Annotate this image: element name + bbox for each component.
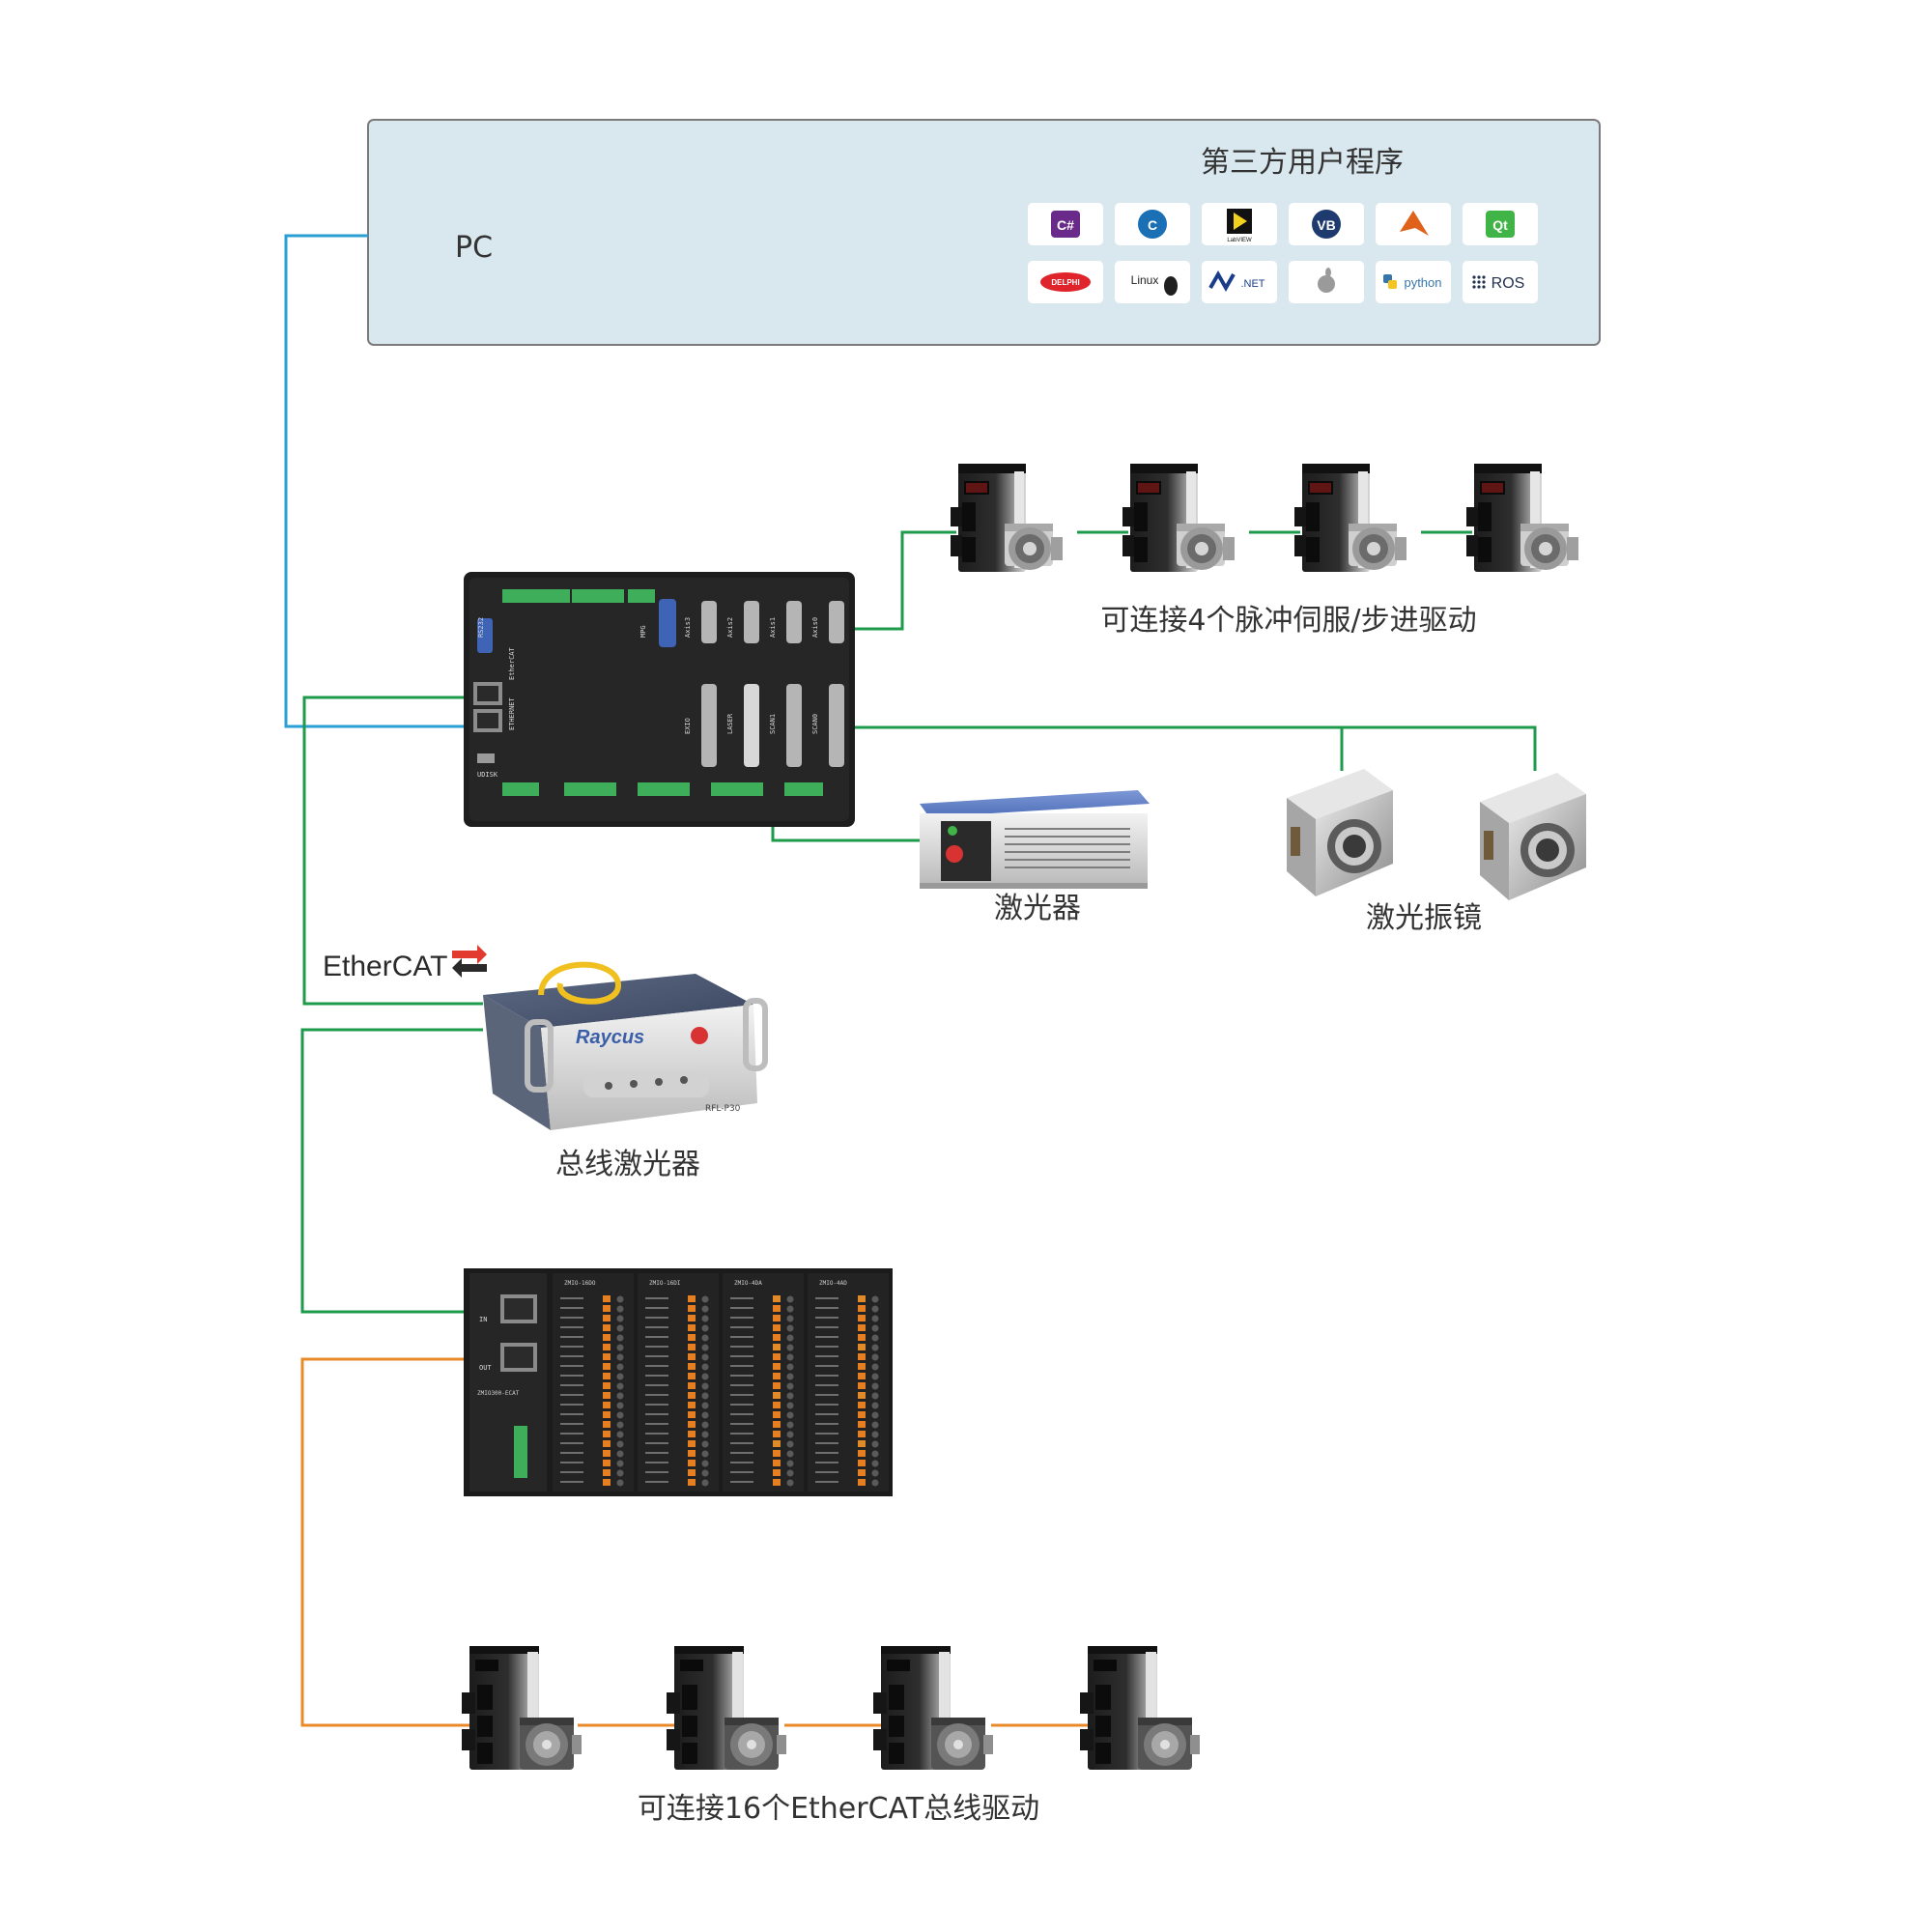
software-tile: C# — [1028, 203, 1103, 245]
port-label-axis3: Axis3 — [684, 617, 692, 638]
software-tile-text: ROS — [1492, 275, 1525, 292]
io-in-label: IN — [479, 1316, 487, 1323]
software-tile — [1289, 261, 1364, 303]
linux-icon: Linux — [1131, 273, 1178, 296]
c-plus-icon: C — [1138, 210, 1167, 239]
software-tile-text: Qt — [1492, 217, 1508, 233]
scan-cable — [837, 725, 1537, 771]
port-label-ethernet: ETHERNET — [508, 696, 516, 730]
port-label-axis1: Axis1 — [769, 617, 777, 638]
software-tile-text: C# — [1057, 217, 1074, 233]
ethercat-logo: EtherCAT — [323, 945, 487, 982]
software-tile-text: VB — [1317, 217, 1335, 233]
software-tile-text: C — [1148, 217, 1157, 233]
labview-icon: LabVIEW — [1227, 209, 1252, 243]
bus-laser-label: 总线激光器 — [555, 1148, 700, 1181]
port-label-rs232: RS232 — [477, 617, 485, 638]
arrow-left-icon — [452, 958, 487, 978]
pulse-servo-drive-4 — [1466, 464, 1578, 572]
ethercat-servo-drive-2 — [667, 1646, 786, 1770]
io-module-label: ZMIO-4DA — [734, 1280, 762, 1287]
io-terminal-rows — [560, 1295, 879, 1487]
software-tile-text: .NET — [1240, 278, 1264, 290]
laser-label: 激光器 — [994, 892, 1081, 925]
software-tile: .NET — [1202, 261, 1277, 303]
pc-label: PC — [455, 231, 493, 265]
port-label-scan1: SCAN1 — [769, 714, 777, 734]
software-tile: ROS — [1463, 261, 1538, 303]
port-label-exio: EXIO — [684, 718, 692, 734]
io-module-label: ZMIO-16DI — [649, 1280, 681, 1287]
port-label-mpg: MPG — [639, 625, 647, 638]
ethercat-cable-controller-to-laser — [302, 696, 483, 1006]
io-coupler-label: ZMIO300-ECAT — [477, 1390, 520, 1397]
software-tile-text: Linux — [1131, 273, 1159, 287]
ethercat-cable-laser-to-io — [300, 1028, 483, 1314]
arrow-right-icon — [452, 945, 487, 964]
python-icon: python — [1383, 274, 1442, 290]
software-tile-text: python — [1404, 275, 1441, 290]
galvo-label: 激光振镜 — [1366, 901, 1482, 935]
ethercat-servo-drive-3 — [873, 1646, 993, 1770]
io-module: IN OUT ZMIO300-ECAT ZMIO-16DO ZMIO-16DI … — [464, 1268, 893, 1496]
software-tile — [1376, 203, 1451, 245]
ethercat-drives-label: 可连接16个EtherCAT总线驱动 — [638, 1792, 1039, 1826]
software-tile: LabVIEW — [1202, 203, 1277, 245]
port-label-ethercat: EtherCAT — [508, 646, 516, 680]
pulse-servo-drive-2 — [1122, 464, 1235, 572]
delphi-icon: DELPHI — [1040, 272, 1091, 292]
matlab-icon — [1400, 211, 1429, 236]
ethercat-servo-drive-4 — [1080, 1646, 1200, 1770]
software-tile: Linux — [1115, 261, 1190, 303]
bus-laser: Raycus RFL-P30 — [483, 961, 768, 1130]
dotnet-icon: .NET — [1208, 270, 1265, 293]
laser-source — [920, 790, 1150, 889]
software-tile-text: LabVIEW — [1227, 238, 1252, 243]
galvo-scanner-2 — [1480, 773, 1586, 900]
qt-icon: Qt — [1486, 211, 1515, 238]
pulse-servo-drive-1 — [951, 464, 1063, 572]
ros-icon: ROS — [1472, 275, 1524, 292]
port-label-axis0: Axis0 — [811, 617, 819, 638]
software-tile: DELPHI — [1028, 261, 1103, 303]
ethercat-cable-io-to-drives — [300, 1357, 483, 1727]
pc-title: 第三方用户程序 — [1201, 146, 1404, 180]
port-label-scan0: SCAN0 — [811, 714, 819, 734]
io-out-label: OUT — [479, 1364, 492, 1372]
galvo-scanner-1 — [1287, 769, 1393, 896]
port-label-udisk: UDISK — [477, 771, 498, 779]
ethernet-cable — [284, 234, 476, 728]
pulse-drives-label: 可连接4个脉冲伺服/步进驱动 — [1100, 604, 1476, 638]
vb-icon: VB — [1312, 210, 1341, 239]
software-tile: C — [1115, 203, 1190, 245]
apple-icon — [1318, 268, 1335, 293]
software-tile: VB — [1289, 203, 1364, 245]
software-tile: Qt — [1463, 203, 1538, 245]
software-tile: python — [1376, 261, 1451, 303]
io-module-label: ZMIO-4AD — [819, 1280, 847, 1287]
raycus-logo: Raycus — [576, 1027, 644, 1048]
software-tile-text: DELPHI — [1051, 278, 1079, 287]
io-module-label: ZMIO-16DO — [564, 1280, 596, 1287]
ethercat-logo-text: EtherCAT — [323, 951, 447, 982]
motion-controller: RS232 MPG Axis3 Axis2 Axis1 Axis0 EXIO L… — [464, 572, 855, 827]
raycus-model: RFL-P30 — [705, 1104, 741, 1114]
csharp-icon: C# — [1051, 211, 1080, 238]
pulse-servo-drive-3 — [1294, 464, 1406, 572]
port-label-axis2: Axis2 — [726, 617, 734, 638]
ethercat-servo-drive-1 — [462, 1646, 582, 1770]
port-label-laser: LASER — [726, 713, 734, 734]
